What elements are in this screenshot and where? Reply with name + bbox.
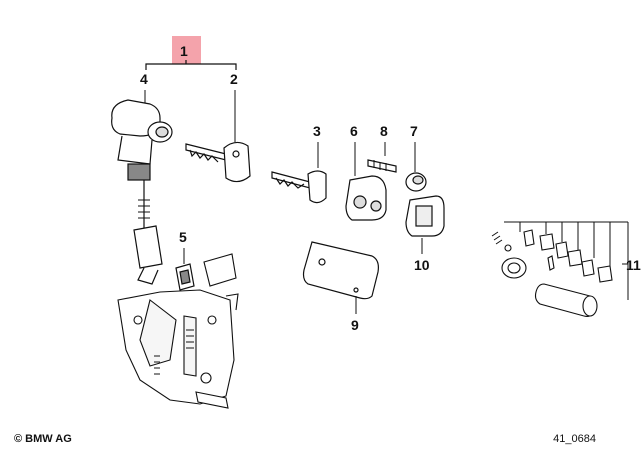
callout-6[interactable]: 6 — [350, 123, 358, 139]
callout-2[interactable]: 2 — [230, 71, 238, 87]
callout-11[interactable]: 11 — [626, 257, 641, 273]
cap-icon[interactable] — [405, 172, 427, 192]
callout-5[interactable]: 5 — [179, 229, 187, 245]
cylinder-housing-icon[interactable] — [405, 195, 445, 237]
figure-number: 41_0684 — [553, 433, 596, 445]
pin-icon[interactable] — [367, 159, 397, 173]
callout-1-bracket — [145, 60, 237, 70]
callout-11-bracket — [504, 221, 629, 300]
callout-8[interactable]: 8 — [380, 123, 388, 139]
door-lock-mechanism-icon — [117, 253, 239, 409]
lock-cylinder-housing-icon[interactable] — [345, 175, 387, 221]
callout-7[interactable]: 7 — [410, 123, 418, 139]
clip-icon[interactable] — [175, 263, 195, 291]
lock-cylinder-icon[interactable] — [111, 99, 173, 285]
callout-4[interactable]: 4 — [140, 71, 148, 87]
callout-1[interactable]: 1 — [180, 43, 188, 59]
brand-copyright: © BMW AG — [14, 433, 72, 445]
callout-1-highlight[interactable] — [172, 36, 201, 64]
repair-kit-icon[interactable] — [491, 229, 613, 317]
key-icon[interactable] — [185, 141, 251, 183]
cover-plate-icon[interactable] — [302, 241, 379, 300]
callout-9[interactable]: 9 — [351, 317, 359, 333]
key-icon[interactable] — [271, 170, 327, 204]
callout-3[interactable]: 3 — [313, 123, 321, 139]
callout-10[interactable]: 10 — [414, 257, 430, 273]
